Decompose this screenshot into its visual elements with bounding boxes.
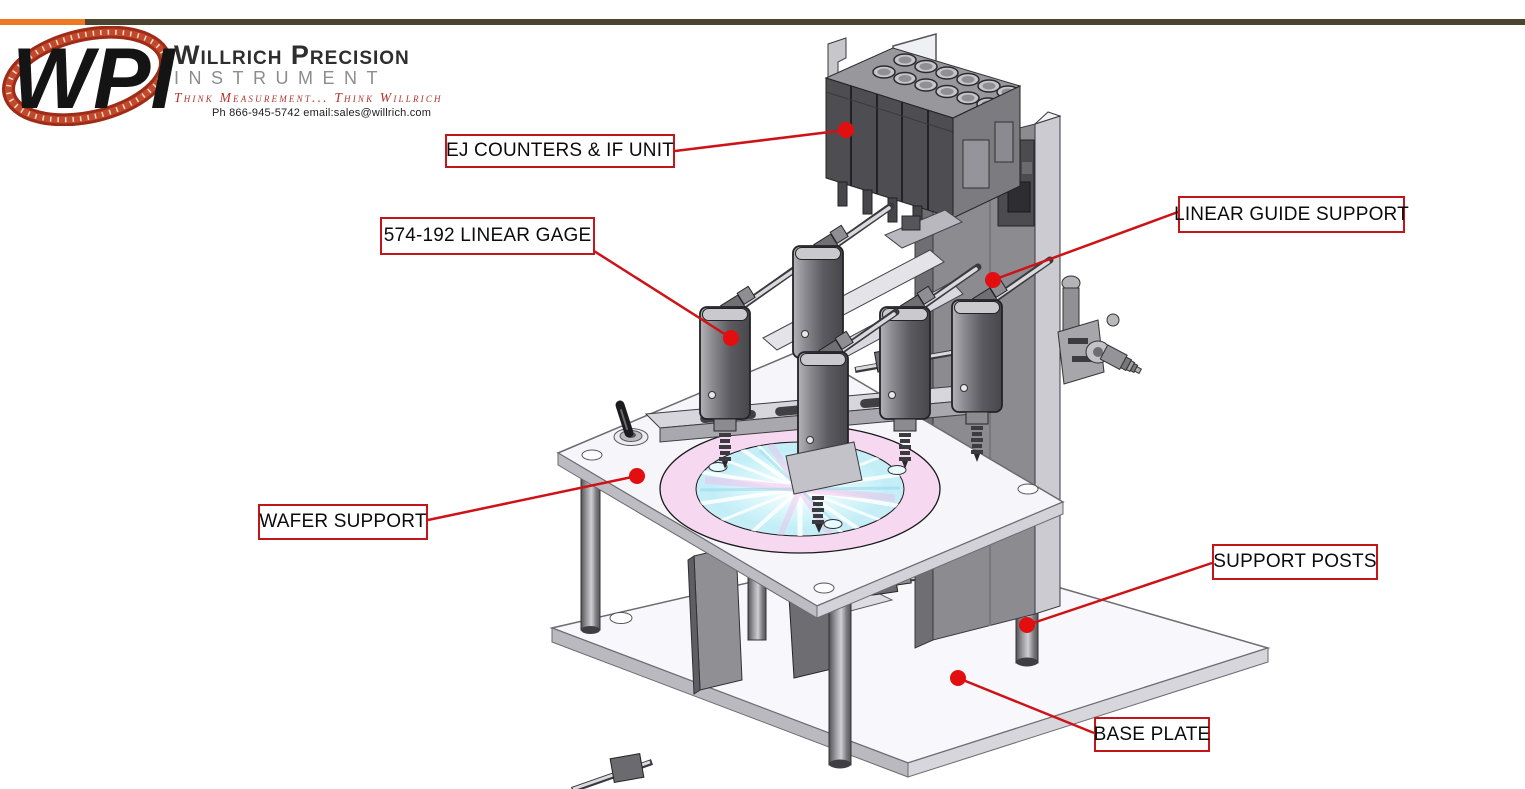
callout-label: WAFER SUPPORT (259, 511, 427, 532)
callout-ej-counters-if-unit: EJ COUNTERS & IF UNIT (445, 134, 675, 168)
header-accent-bar-orange (0, 19, 85, 25)
callout-label: 574-192 LINEAR GAGE (383, 225, 592, 246)
brand-contact: Ph 866-945-5742 email:sales@willrich.com (212, 107, 432, 119)
center-plunger (812, 496, 824, 533)
brand-name: Willrich Precision (174, 40, 410, 70)
brand-subname: INSTRUMENT (174, 68, 387, 88)
header-accent-bar-olive (85, 19, 1525, 25)
callout-base-plate: BASE PLATE (1094, 717, 1210, 752)
callout-label: BASE PLATE (1093, 723, 1211, 745)
brand-tagline: Think Measurement... Think Willrich (174, 90, 443, 105)
pneumatic-fittings (1057, 275, 1143, 385)
toggle-switch (613, 400, 649, 446)
callout-label: SUPPORT POSTS (1213, 551, 1377, 572)
ej-counters-if-unit (824, 37, 1022, 231)
callout-linear-guide-support: LINEAR GUIDE SUPPORT (1174, 196, 1409, 233)
logo-acronym: WPI (12, 31, 177, 126)
wpi-dial-logo-icon: WPI (2, 26, 177, 126)
callout-dots (629, 122, 1035, 686)
linear-gages (700, 206, 1050, 533)
callout-wafer-support: WAFER SUPPORT (258, 504, 428, 540)
callout-label: LINEAR GUIDE SUPPORT (1174, 203, 1409, 225)
callout-label: EJ COUNTERS & IF UNIT (446, 140, 674, 161)
wpi-logo: WPI Willrich Precision INSTRUMENT Think … (2, 26, 472, 131)
callout-support-posts: SUPPORT POSTS (1212, 544, 1378, 580)
callout-leaders (427, 128, 1213, 735)
callout-574-192-linear-gage: 574-192 LINEAR GAGE (380, 217, 595, 255)
